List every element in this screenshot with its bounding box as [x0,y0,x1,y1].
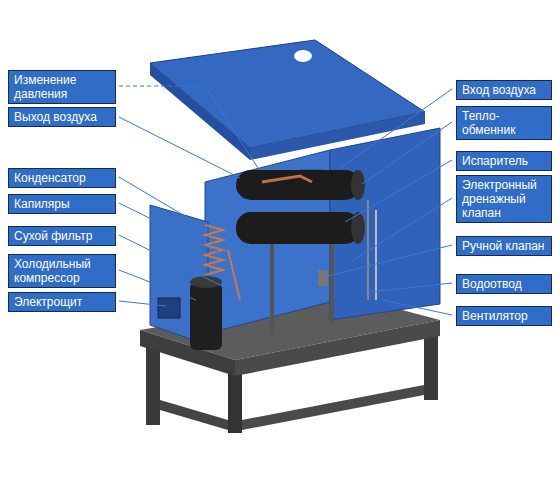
label-box: Ручной клапан [456,236,552,256]
part-label: Конденсатор [14,171,110,185]
cabinet-lid [150,40,425,160]
internals [158,170,376,350]
part-label: Вход воздуха [462,83,546,97]
leader-lines [119,86,452,315]
label-box: Изменение давления [8,70,116,104]
part-label: Капиляры [14,197,110,211]
part-label: Электрощит [14,295,110,309]
label-box: Капиляры [8,194,116,214]
part-label: Электронный дренажный клапан [462,178,546,220]
part-label: Вентилятор [462,309,546,323]
label-box: Выход воздуха [8,107,116,127]
part-label: Выход воздуха [14,110,110,124]
label-box: Вход воздуха [456,80,552,100]
part-label: Изменение давления [14,73,110,101]
label-box: Конденсатор [8,168,116,188]
part-label: Холодильный компрессор [14,257,110,285]
part-label: Сухой фильтр [14,229,110,243]
label-box: Вентилятор [456,306,552,326]
part-label: Тепло- обменник [462,109,546,137]
part-label: Водоотвод [462,277,546,291]
label-box: Водоотвод [456,274,552,294]
label-box: Электронный дренажный клапан [456,175,552,223]
label-box: Электрощит [8,292,116,312]
part-label: Ручной клапан [462,239,546,253]
part-label: Испаритель [462,154,546,168]
label-box: Тепло- обменник [456,106,552,140]
label-box: Испаритель [456,151,552,171]
label-box: Сухой фильтр [8,226,116,246]
label-box: Холодильный компрессор [8,254,116,288]
